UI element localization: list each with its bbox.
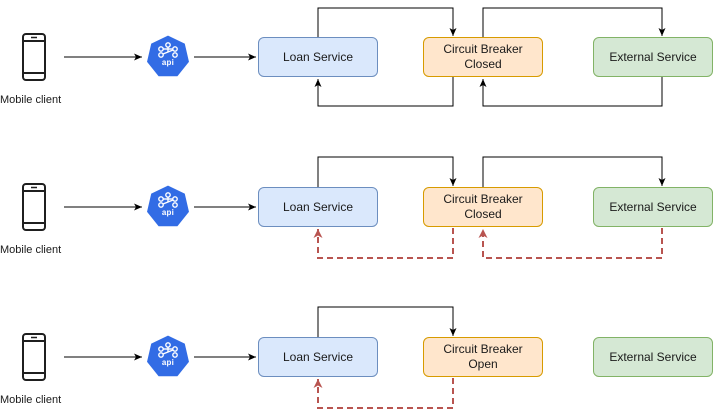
- loan-to-breaker-request-arrow: [317, 7, 457, 37]
- loan-service-label: Loan Service: [282, 49, 354, 64]
- breaker-to-external-request-arrow: [482, 156, 666, 187]
- loan-service-label: Loan Service: [282, 349, 354, 364]
- circuit-breaker-label: Circuit Breaker Closed: [443, 42, 523, 71]
- row-1-connectors: [64, 7, 666, 107]
- loan-service-node: Loan Service: [258, 187, 378, 227]
- circuit-breaker-node: Circuit Breaker Open: [423, 337, 543, 377]
- breaker-to-external-request-arrow: [482, 7, 666, 37]
- mobile-client-label: Mobile client: [0, 244, 62, 256]
- loan-to-breaker-request-arrow: [317, 156, 457, 187]
- loan-service-label: Loan Service: [282, 199, 354, 214]
- loan-service-node: Loan Service: [258, 37, 378, 77]
- kubernetes-api-icon: api: [145, 334, 191, 380]
- kubernetes-api-icon: api: [145, 184, 191, 230]
- mobile-phone-icon: [22, 183, 46, 231]
- external-service-node: External Service: [593, 37, 713, 77]
- api-label: api: [161, 208, 175, 217]
- external-to-breaker-response-arrow: [479, 77, 663, 107]
- loan-service-node: Loan Service: [258, 337, 378, 377]
- mobile-client-label: Mobile client: [0, 94, 62, 106]
- row-3-connectors: [64, 306, 457, 409]
- external-service-node: External Service: [593, 187, 713, 227]
- external-service-label: External Service: [609, 49, 697, 64]
- api-label: api: [161, 358, 175, 367]
- external-to-breaker-failure-arrow: [478, 228, 663, 259]
- kubernetes-api-icon: api: [145, 34, 191, 80]
- circuit-breaker-node: Circuit Breaker Closed: [423, 37, 543, 77]
- circuit-breaker-label: Circuit Breaker Open: [443, 342, 523, 371]
- mobile-phone-icon: [22, 333, 46, 381]
- external-service-label: External Service: [609, 349, 697, 364]
- circuit-breaker-node: Circuit Breaker Closed: [423, 187, 543, 227]
- external-service-label: External Service: [609, 199, 697, 214]
- external-service-node: External Service: [593, 337, 713, 377]
- breaker-to-loan-failure-arrow: [313, 228, 454, 259]
- circuit-breaker-label: Circuit Breaker Closed: [443, 192, 523, 221]
- breaker-to-loan-fallback-arrow: [313, 378, 454, 409]
- row-2-connectors: [64, 156, 666, 259]
- mobile-phone-icon: [22, 33, 46, 81]
- api-label: api: [161, 58, 175, 67]
- loan-to-breaker-request-arrow: [317, 306, 457, 337]
- mobile-client-label: Mobile client: [0, 394, 62, 406]
- breaker-to-loan-response-arrow: [314, 77, 454, 107]
